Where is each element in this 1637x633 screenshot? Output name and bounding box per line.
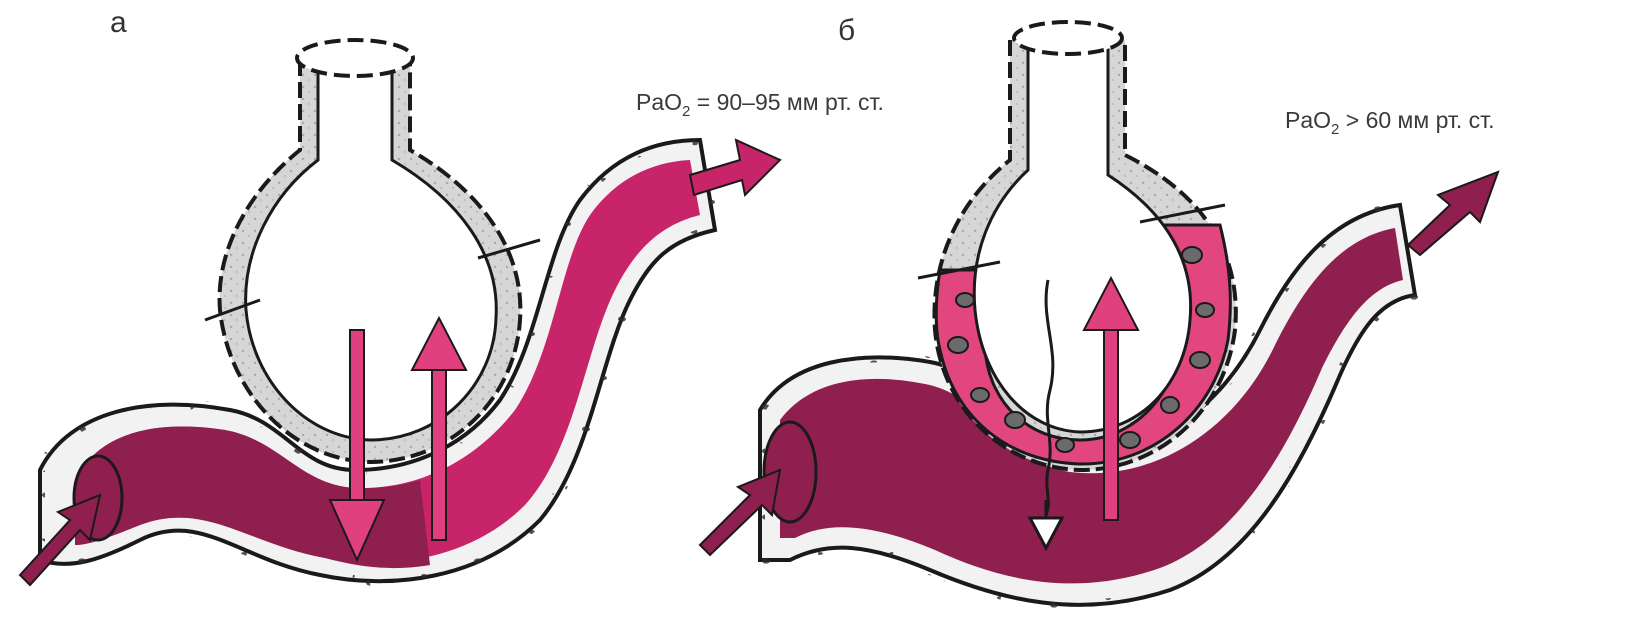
panel-b-letter: б (838, 14, 855, 47)
panel-a-alveolus-space (246, 60, 497, 440)
panel-b-outflow-arrow (1408, 172, 1498, 255)
panel-a-pao2-label: PaO2 = 90–95 мм рт. ст. (636, 89, 884, 120)
panel-b-alveolus-space (974, 40, 1190, 432)
panel-b-airway-top (1014, 22, 1122, 54)
panel-b-pao2-label: PaO2 > 60 мм рт. ст. (1285, 107, 1495, 138)
panel-a-airway-top (297, 40, 413, 76)
panel-a-letter: а (110, 6, 127, 39)
